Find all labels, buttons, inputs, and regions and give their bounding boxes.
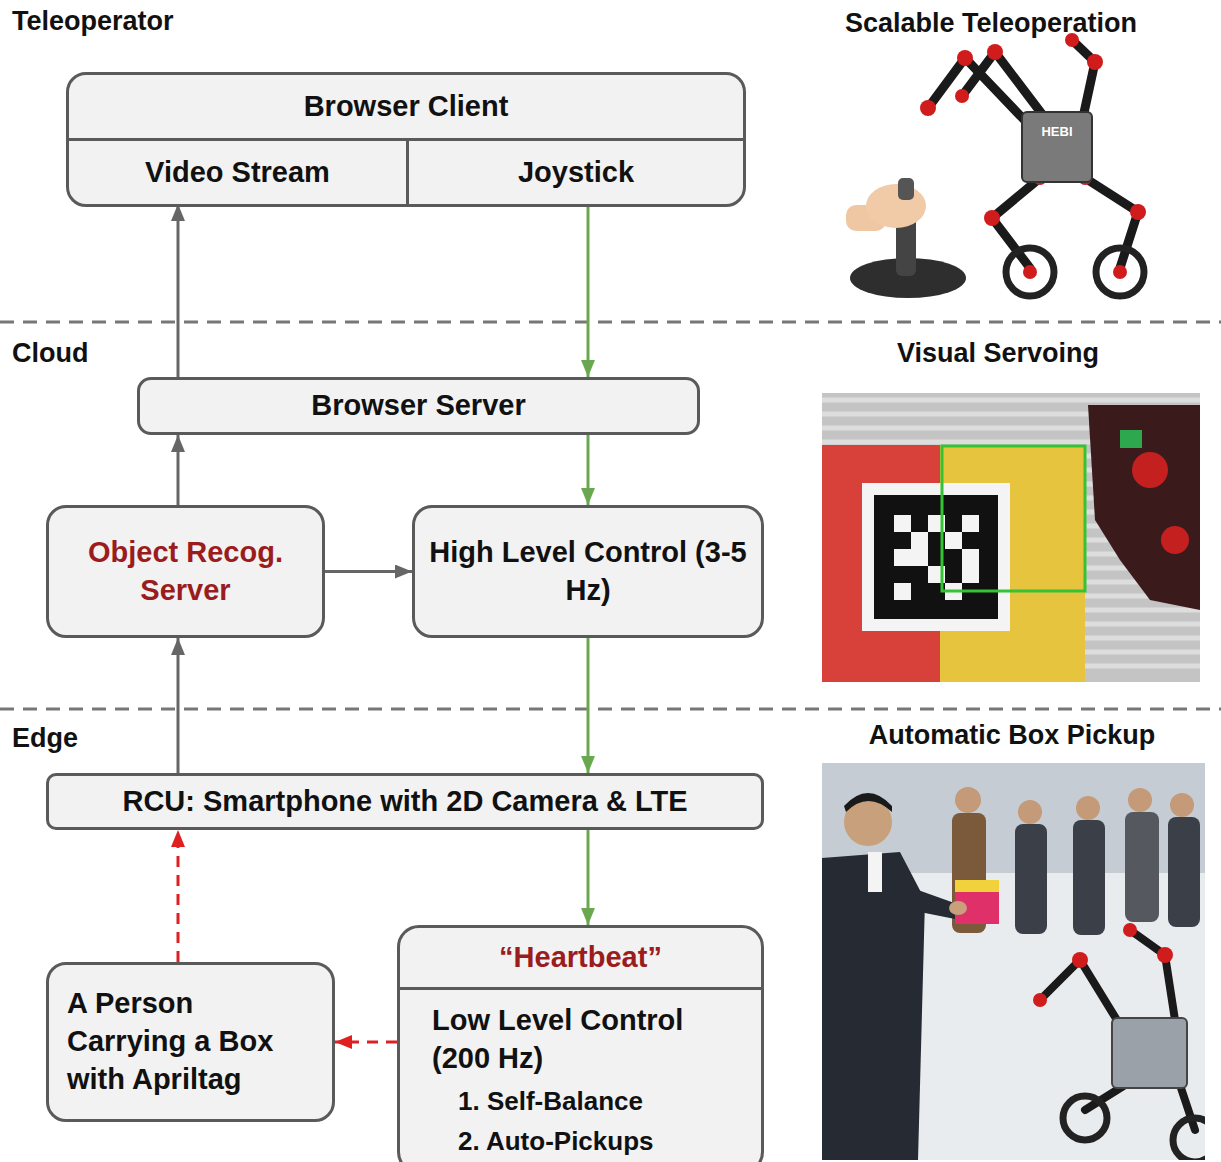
box-label: Low Level Control (200 Hz) — [400, 990, 761, 1081]
device-bar: RCU: Smartphone with 2D Camera & LTE — [46, 773, 764, 830]
photo-heading: Visual Servoing — [897, 338, 1099, 369]
robot-illustration — [846, 33, 1146, 298]
crowd — [952, 787, 1200, 935]
feedback-arrow — [335, 1041, 397, 1044]
server-box: Browser Server — [137, 377, 700, 435]
logo-text: HEBI — [1041, 124, 1072, 139]
robot-body — [1022, 112, 1092, 182]
robot-gripper — [1088, 405, 1200, 610]
flow-arrow — [325, 570, 412, 573]
actor-box: A Person Carrying a Box with Apriltag — [46, 962, 335, 1122]
box-heading: Browser Client — [69, 75, 743, 138]
box-label: RCU: Smartphone with 2D Camera & LTE — [122, 783, 687, 821]
photo-heading: Automatic Box Pickup — [869, 720, 1156, 751]
photo-heading: Scalable Teleoperation — [845, 8, 1137, 39]
server-box: Object Recog. Server — [46, 505, 325, 638]
control-box: High Level Control (3-5 Hz) — [412, 505, 764, 638]
box-label: Object Recog. Server — [61, 534, 310, 609]
detection-box — [942, 446, 1085, 591]
pickup-photo — [822, 763, 1205, 1160]
box-label: A Person Carrying a Box with Apriltag — [67, 985, 314, 1098]
section-label: Cloud — [12, 338, 88, 369]
section-label: Edge — [12, 723, 78, 754]
box-label: Joystick — [518, 154, 634, 192]
separator-line — [0, 321, 1221, 324]
robot-wheels — [1006, 248, 1144, 296]
box-label: Video Stream — [145, 154, 330, 192]
client-cell: Video Stream — [69, 138, 406, 204]
flow-arrow — [587, 204, 590, 377]
person-figure — [822, 793, 960, 1160]
box-heading: “Heartbeat” — [400, 928, 761, 990]
flow-arrow — [177, 435, 180, 505]
robot-joints — [920, 33, 1146, 226]
robot-legs — [928, 40, 1138, 268]
flow-arrow — [587, 830, 590, 925]
flow-arrow — [177, 204, 180, 377]
flow-arrow — [587, 638, 590, 773]
box-label: Browser Server — [311, 387, 525, 425]
list-item: 1. Self-Balance — [400, 1081, 761, 1121]
client-panel: Browser ClientVideo Stream Joystick — [66, 72, 746, 207]
separator-lines — [0, 322, 1221, 709]
robot-figure — [1033, 923, 1205, 1160]
apriltag — [862, 483, 1010, 631]
separator-line — [0, 708, 1221, 711]
control-box: “Heartbeat”Low Level Control (200 Hz)1. … — [397, 925, 764, 1162]
apriltag-cells — [894, 515, 979, 600]
list-item: 2. Auto-Pickups — [400, 1121, 761, 1161]
flow-arrow — [177, 638, 180, 773]
client-cell: Joystick — [406, 138, 743, 204]
section-label: Teleoperator — [12, 6, 174, 37]
feedback-arrow — [177, 830, 180, 962]
servoing-photo — [822, 393, 1200, 682]
robot-leg — [1085, 178, 1138, 268]
robot-arm — [1072, 40, 1095, 122]
box-label: High Level Control (3-5 Hz) — [427, 534, 749, 609]
box-figure — [949, 880, 999, 924]
flow-arrow — [587, 435, 590, 505]
joystick-illustration — [846, 178, 966, 298]
robot-arm — [962, 52, 1045, 118]
